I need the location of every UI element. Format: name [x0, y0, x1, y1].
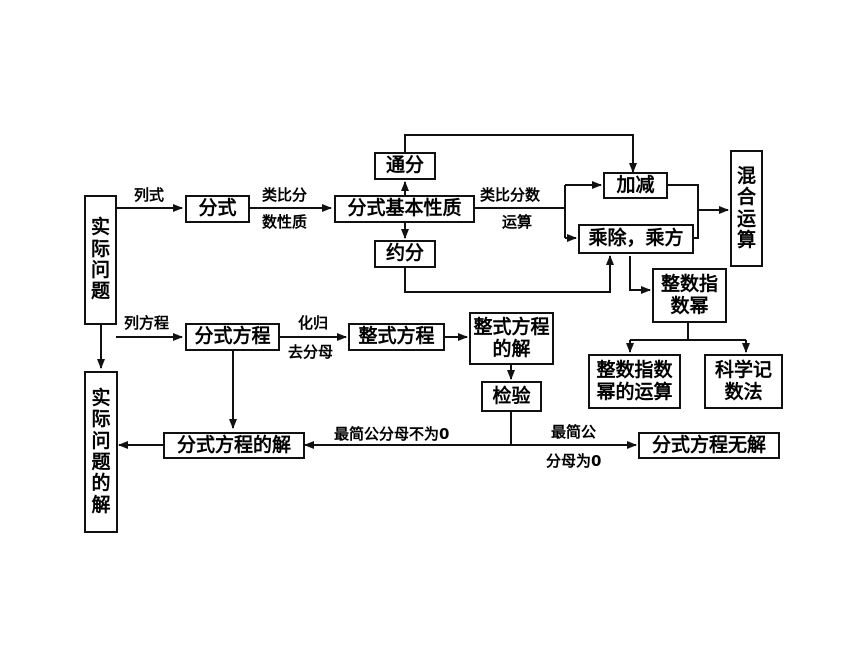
node-chengchu-chengfang: 乘除，乘方	[578, 224, 694, 254]
node-jianyan: 检验	[481, 381, 542, 412]
edge-yuefen-to-multiply	[404, 255, 614, 293]
label-lieshi: 列式	[134, 186, 165, 204]
edge-multiply-to-int-exp	[629, 256, 651, 294]
label-fenmu-wei0-1: 最简公	[551, 423, 597, 441]
node-fenshi-fangcheng-de-jie: 分式方程的解	[163, 432, 305, 459]
node-fenshi: 分式	[185, 195, 250, 223]
node-kexue-jishufa: 科学记数法	[704, 354, 783, 409]
node-yuefen: 约分	[374, 240, 436, 268]
node-shiji-wenti: 实际问题	[84, 195, 117, 325]
label-leibi-xingzhi-1: 类比分	[262, 186, 308, 204]
node-zhengshi-fangcheng-de-jie: 整式方程的解	[469, 312, 554, 365]
label-leibi-yunsuan-1: 类比分数	[480, 186, 541, 204]
node-zhengshi-fangcheng: 整式方程	[348, 323, 445, 351]
label-qu-fenmu: 去分母	[288, 343, 334, 361]
label-lie-fangcheng: 列方程	[124, 314, 170, 332]
edge-ops-merge	[668, 184, 699, 239]
node-jiajian: 加减	[603, 172, 668, 199]
node-shiji-wenti-de-jie: 实际问题的解	[84, 371, 118, 533]
edge-tongfen-to-add	[404, 134, 637, 173]
node-zhengshu-zhishu-mi: 整数指数幂	[652, 268, 727, 323]
label-huagui: 化归	[298, 314, 329, 332]
label-fenmu-buwei0: 最简公分母不为0	[334, 425, 450, 443]
label-fenmu-wei0-2: 分母为0	[546, 452, 602, 470]
node-fenshi-jiben-xingzhi: 分式基本性质	[334, 195, 475, 223]
node-hunhe-yunsuan: 混合运算	[730, 150, 763, 267]
node-fenshi-fangcheng: 分式方程	[185, 323, 280, 351]
node-zhengshu-zhishu-mi-yunsuan: 整数指数幂的运算	[588, 354, 681, 409]
node-fenshi-fangcheng-wujie: 分式方程无解	[638, 432, 780, 459]
label-leibi-xingzhi-2: 数性质	[262, 213, 308, 231]
node-tongfen: 通分	[374, 152, 436, 180]
label-leibi-yunsuan-2: 运算	[502, 213, 533, 231]
